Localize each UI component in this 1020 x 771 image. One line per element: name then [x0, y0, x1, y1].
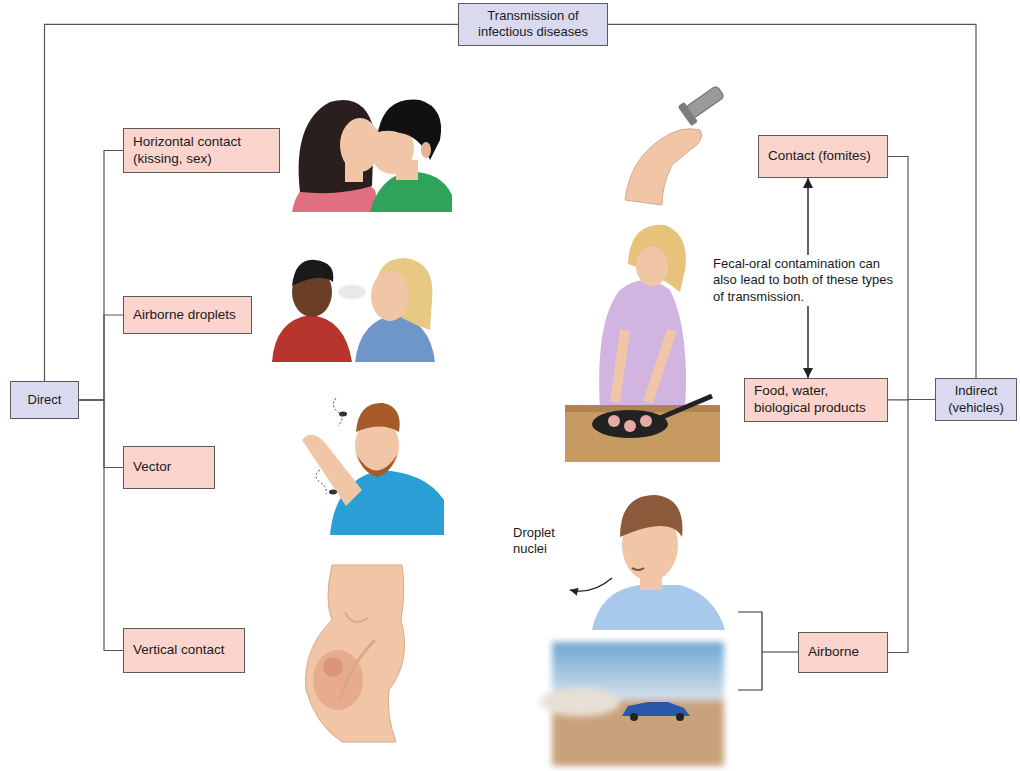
- cooking-woman-illustration: [565, 225, 720, 462]
- box-text: Airborne droplets: [133, 307, 242, 324]
- connector-line: [79, 151, 123, 401]
- airborne-bracket: [738, 612, 798, 690]
- route-box: Vertical contact: [123, 628, 245, 673]
- box-text: Horizontal contact (kissing, sex): [133, 134, 270, 168]
- illustration-shape: [345, 612, 368, 622]
- box-text: Airborne: [808, 644, 878, 661]
- connector-line: [79, 400, 123, 651]
- illustration-shape: [620, 495, 682, 537]
- illustration-shape: [313, 650, 363, 710]
- illustration-shape: [272, 315, 352, 362]
- illustration-shape: [316, 470, 326, 494]
- illustration-shape: [570, 578, 612, 591]
- illustration-shape: [329, 490, 337, 495]
- box-text: Vector: [133, 459, 205, 476]
- connector-line: [888, 400, 935, 653]
- illustration-shape: [356, 403, 400, 432]
- illustration-shape: [648, 330, 672, 402]
- route-box: Contact (fomites): [758, 135, 888, 178]
- box-text: Vertical contact: [133, 642, 235, 659]
- illustration-shape: [565, 405, 720, 462]
- hand-with-knob-illustration: [625, 81, 727, 205]
- connector-line: [608, 24, 976, 378]
- illustration-shape: [640, 415, 652, 427]
- route-box: Airborne droplets: [123, 296, 252, 334]
- connector-line: [45, 24, 459, 381]
- illustration-shape: [357, 455, 397, 477]
- route-box: Food, water, biological products: [744, 378, 888, 422]
- route-box: Vector: [123, 446, 215, 489]
- pregnant-woman-illustration: [306, 565, 405, 742]
- illustration-shape: [371, 271, 409, 321]
- box-text: Food, water, biological products: [754, 383, 878, 417]
- dusty-road-car-illustration: [540, 642, 724, 766]
- illustration-shape: [306, 565, 405, 742]
- illustration-shape: [338, 285, 366, 299]
- illustration-shape: [592, 585, 725, 630]
- box-text: Transmission of infectious diseases: [465, 8, 601, 41]
- connector-line: [79, 315, 123, 400]
- illustration-shape: [678, 102, 698, 126]
- illustration-shape: [628, 225, 686, 292]
- route-box: Horizontal contact (kissing, sex): [123, 128, 280, 173]
- route-box: Airborne: [798, 632, 888, 673]
- illustration-shape: [660, 396, 712, 418]
- illustration-shape: [678, 81, 728, 126]
- talking-people-illustration: [272, 258, 435, 362]
- illustration-shape: [630, 713, 638, 721]
- illustration-shape: [421, 142, 431, 158]
- kissing-couple-illustration: [292, 100, 452, 212]
- fly-swatting-man-illustration: [302, 398, 444, 535]
- illustration-shape: [632, 568, 644, 570]
- callout-label: Droplet nuclei: [511, 524, 573, 559]
- illustration-shape: [333, 398, 342, 426]
- illustration-shape: [540, 642, 724, 766]
- category-box: Direct: [10, 381, 79, 419]
- illustration-shape: [608, 415, 620, 427]
- box-text: Indirect (vehicles): [942, 383, 1010, 416]
- note-label: Fecal-oral contamination can also lead t…: [711, 255, 903, 306]
- illustration-shape: [636, 246, 668, 286]
- connector-line: [79, 400, 123, 468]
- illustration-shape: [302, 435, 362, 506]
- illustration-shape: [323, 657, 343, 677]
- box-text: Direct: [17, 392, 72, 408]
- box-text: Contact (fomites): [768, 148, 878, 165]
- illustration-shape: [615, 330, 625, 402]
- illustration-shape: [599, 280, 686, 410]
- illustration-shape: [339, 412, 347, 417]
- illustration-shape: [378, 100, 441, 160]
- illustration-shape: [540, 688, 620, 716]
- illustration-shape: [624, 420, 636, 432]
- category-box: Indirect (vehicles): [935, 378, 1017, 421]
- illustration-shape: [676, 713, 684, 721]
- illustration-shape: [292, 260, 333, 286]
- illustration-shape: [625, 129, 702, 205]
- title-box: Transmission of infectious diseases: [458, 3, 608, 46]
- coughing-man-illustration: [570, 495, 725, 630]
- illustration-shape: [340, 640, 375, 700]
- illustration-shape: [592, 410, 668, 438]
